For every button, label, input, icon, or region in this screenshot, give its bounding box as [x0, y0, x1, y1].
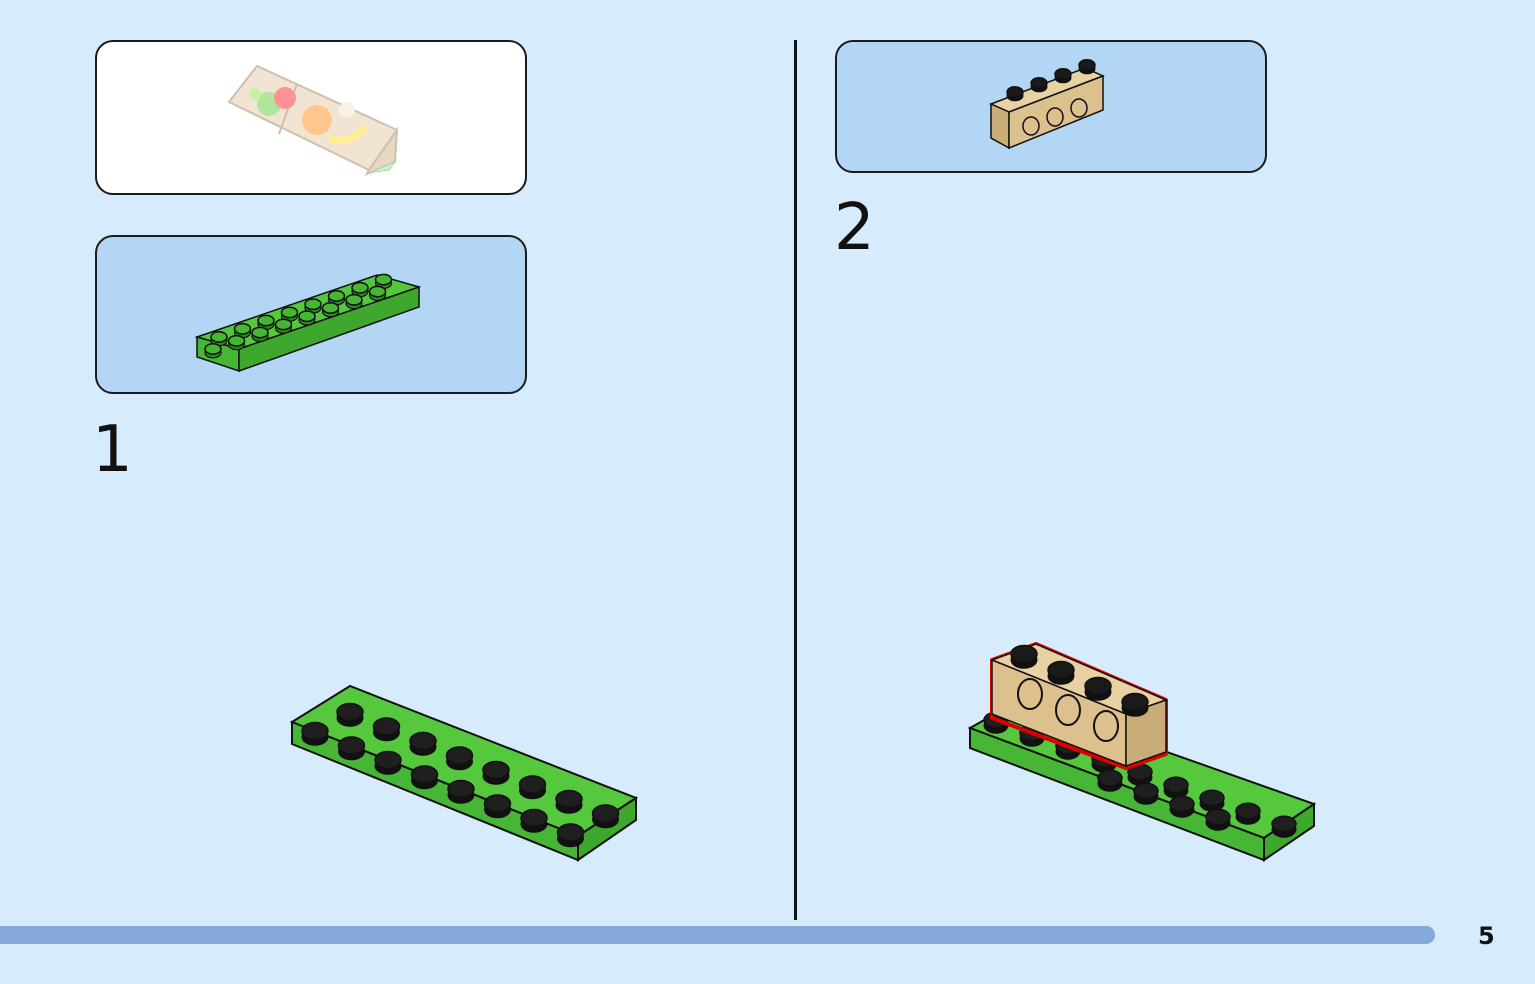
step-number-2: 2: [834, 191, 875, 265]
plate-with-tan-brick-icon: [967, 642, 1317, 862]
step-number-1: 1: [92, 413, 133, 487]
build-scene-step-2: [960, 630, 1330, 870]
column-divider: [794, 40, 797, 920]
progress-bar: [0, 926, 1435, 944]
build-scene-step-1: [280, 670, 650, 870]
parts-list-box-step-1: [95, 235, 527, 394]
green-plate-2x10-icon: [194, 273, 422, 373]
parts-list-box-step-2: [835, 40, 1267, 173]
tan-technic-brick-1x4-icon: [989, 59, 1105, 150]
fruit-stand-model-icon: [227, 64, 399, 176]
overview-box: [95, 40, 527, 195]
green-plate-2x10-icon: [289, 684, 639, 862]
page-number: 5: [1478, 922, 1495, 950]
